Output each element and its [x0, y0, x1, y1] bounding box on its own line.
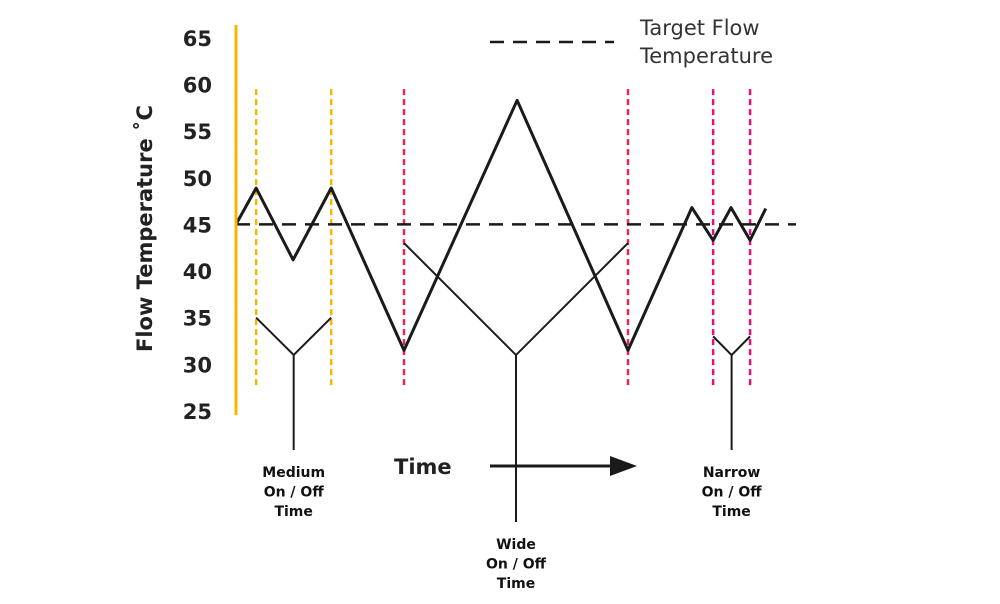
- y-tick-label: 35: [183, 307, 212, 331]
- y-tick-label: 65: [183, 27, 212, 51]
- narrow-annotation-line: Narrow: [703, 465, 761, 481]
- y-tick-label: 30: [183, 353, 212, 377]
- narrow-bracket: [712, 335, 751, 357]
- narrow-annotation-line: On / Off: [702, 485, 763, 501]
- medium-annotation-line: On / Off: [264, 485, 325, 501]
- x-axis-label: Time: [394, 455, 452, 479]
- time-arrow-icon: [490, 456, 637, 476]
- medium-annotation-line: Medium: [262, 465, 325, 481]
- legend: Target Flow Temperature: [490, 16, 773, 68]
- medium-annotation-line: Time: [274, 504, 312, 520]
- wide-annotation-line: On / Off: [486, 557, 547, 573]
- wide-annotation-line: Time: [497, 576, 535, 592]
- y-tick-label: 45: [183, 213, 212, 237]
- y-tick-label: 25: [183, 400, 212, 424]
- y-tick-label: 40: [183, 260, 212, 284]
- wide-bracket: [403, 242, 629, 357]
- y-tick-label: 50: [183, 167, 212, 191]
- legend-label-line2: Temperature: [639, 44, 773, 68]
- y-tick-label: 60: [183, 73, 212, 97]
- y-axis-label: Flow Temperature ˚C: [133, 105, 157, 352]
- legend-label-line1: Target Flow: [639, 16, 760, 40]
- narrow-annotation-line: Time: [712, 504, 750, 520]
- y-tick-label: 55: [183, 120, 212, 144]
- temperature-series-line: [234, 98, 768, 352]
- wide-annotation-line: Wide: [496, 537, 536, 553]
- medium-bracket: [255, 316, 332, 357]
